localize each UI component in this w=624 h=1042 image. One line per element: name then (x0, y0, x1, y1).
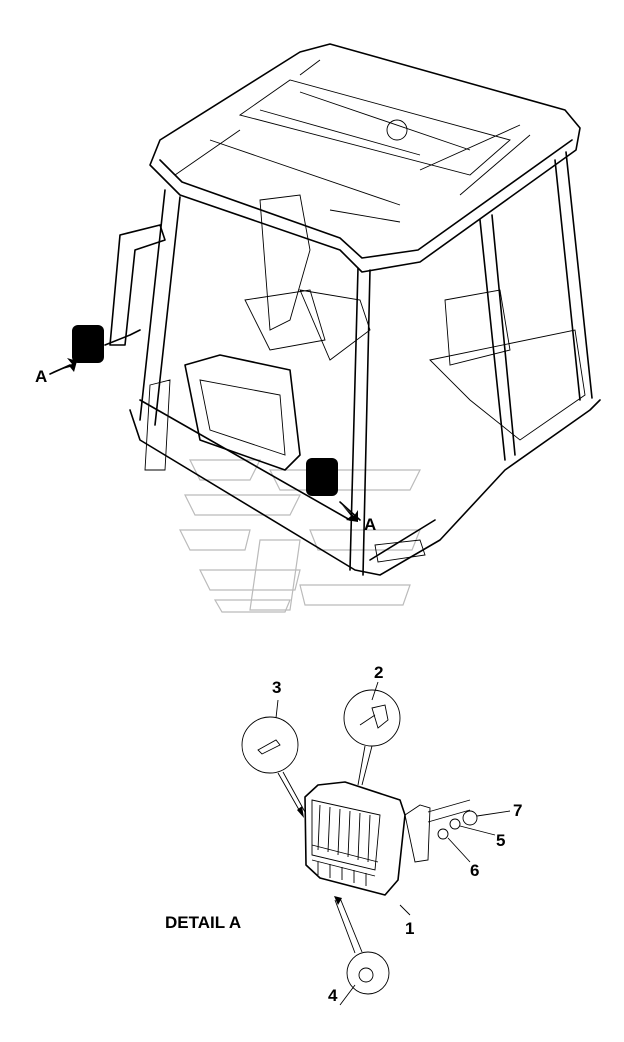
callout-2: 2 (374, 663, 383, 682)
watermark-logo (179, 459, 421, 613)
view-label-a-right: A (364, 515, 376, 534)
bulb-2-callout (343, 689, 401, 747)
arrow-right-icon (342, 505, 358, 522)
detail-title: DETAIL A (165, 913, 241, 932)
bulb-3-callout (241, 716, 299, 774)
callout-4: 4 (328, 986, 338, 1005)
callout-5: 5 (496, 831, 505, 850)
work-lamp-right (306, 458, 338, 496)
detail-a-illustration: DETAIL A 1 2 3 4 5 6 7 (165, 663, 522, 1006)
callout-6: 6 (470, 861, 479, 880)
callout-1: 1 (405, 919, 414, 938)
callout-3: 3 (272, 678, 281, 697)
cab-illustration: A A (35, 43, 601, 576)
work-lamp-left (72, 325, 104, 363)
arrow-left-icon (52, 358, 77, 372)
bulb-4-callout (346, 951, 390, 995)
view-label-a-left: A (35, 367, 47, 386)
callout-7: 7 (513, 801, 522, 820)
